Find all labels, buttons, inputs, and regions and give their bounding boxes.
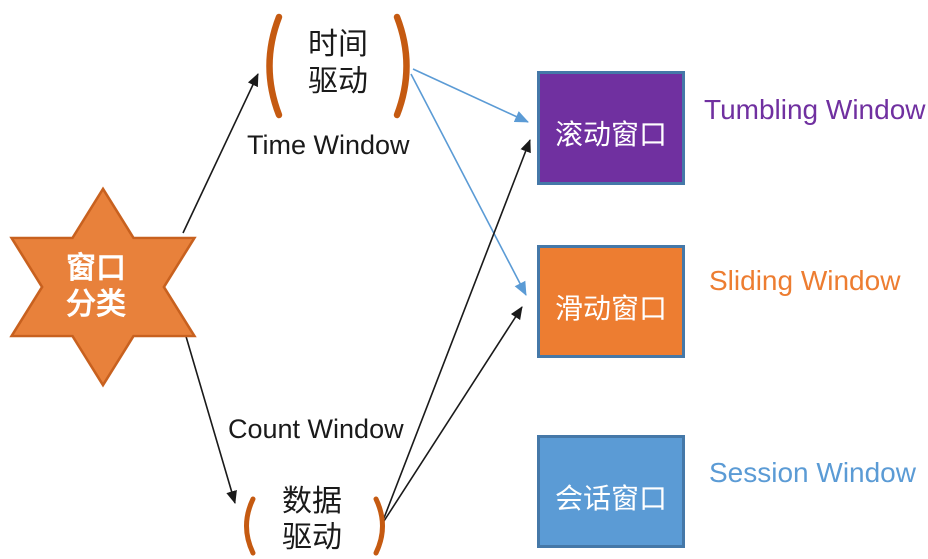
time-window-caption: Time Window: [247, 130, 410, 160]
left-parenthesis: [244, 496, 256, 556]
data-driven-bracket-left: [237, 495, 258, 557]
data-driven-bracket-right: [371, 495, 392, 557]
data-driven-label: 数据 驱动: [282, 485, 342, 554]
time-driven-bracket-left: [256, 12, 286, 120]
tumbling-window-box: 滚动窗口: [537, 71, 685, 185]
sliding-window-box: 滑动窗口: [537, 245, 685, 358]
session-window-box: 会话窗口: [537, 435, 685, 548]
time-driven-bracket-right: [390, 12, 420, 120]
arrow-time-to-sliding: [410, 73, 527, 296]
arrow-time-to-tumbling: [412, 68, 529, 123]
count-window-caption: Count Window: [228, 414, 404, 444]
tumbling-window-box-label: 滚动窗口: [554, 119, 667, 150]
arrow-count-to-tumbling: [383, 139, 531, 519]
time-driven-label: 时间 驱动: [308, 28, 368, 98]
star-shape: 窗口 分类: [8, 184, 198, 390]
sliding-window-label: Sliding Window: [709, 265, 901, 296]
arrow-count-to-sliding: [383, 306, 523, 522]
left-parenthesis: [266, 13, 283, 119]
session-window-box-label: 会话窗口: [554, 482, 667, 514]
sliding-window-box-label: 滑动窗口: [554, 292, 667, 324]
session-window-label: Session Window: [709, 457, 916, 488]
right-parenthesis: [393, 13, 410, 119]
star-polygon: [9, 186, 197, 388]
right-parenthesis: [373, 496, 385, 556]
tumbling-window-label: Tumbling Window: [704, 94, 926, 125]
star-title: 窗口 分类: [66, 252, 126, 321]
